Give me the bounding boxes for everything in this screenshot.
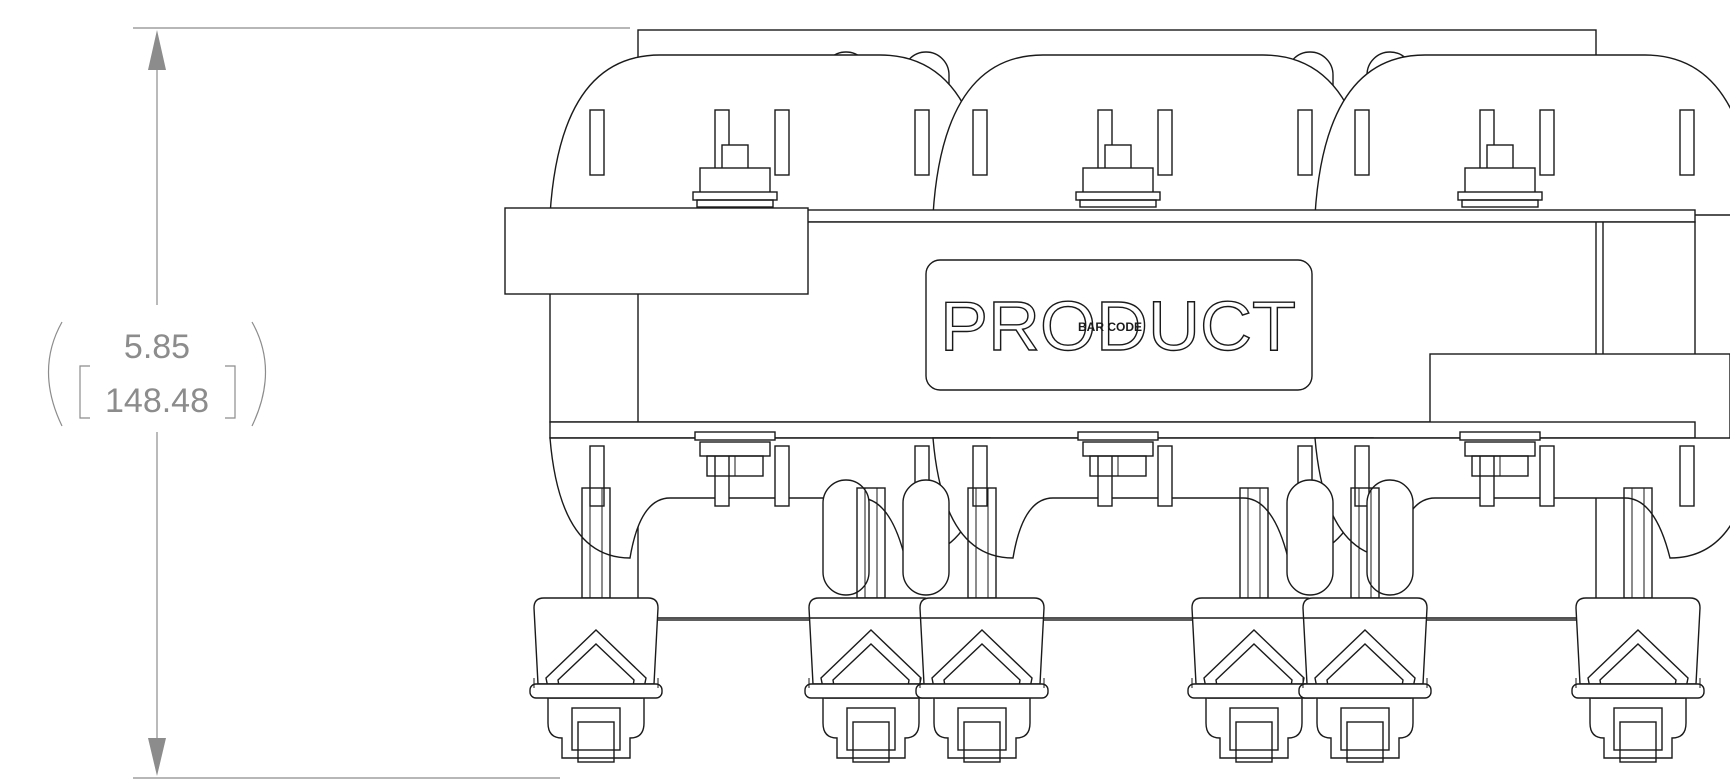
dimension-paren-right [251, 321, 266, 427]
terminal-block-left [504, 207, 809, 295]
dimension-paren-left [48, 321, 63, 427]
barcode-label: BAR CODE [1078, 320, 1142, 334]
dimension-inches: 5.85 [124, 328, 190, 366]
nut-bottom-middle [1077, 431, 1159, 477]
dimension-mm: 148.48 [105, 382, 209, 420]
dimension-bracket-right [225, 365, 236, 419]
product-label: PRODUCT [940, 287, 1296, 365]
dimension-bracket-left [79, 365, 90, 419]
dimension-arrow-top [148, 30, 166, 70]
bottom-loops [822, 479, 1414, 596]
label-plate [925, 259, 1313, 391]
nut-bottom-right [1459, 431, 1541, 477]
nut-bottom-left [694, 431, 776, 477]
dimension-arrow-bottom [148, 738, 166, 776]
